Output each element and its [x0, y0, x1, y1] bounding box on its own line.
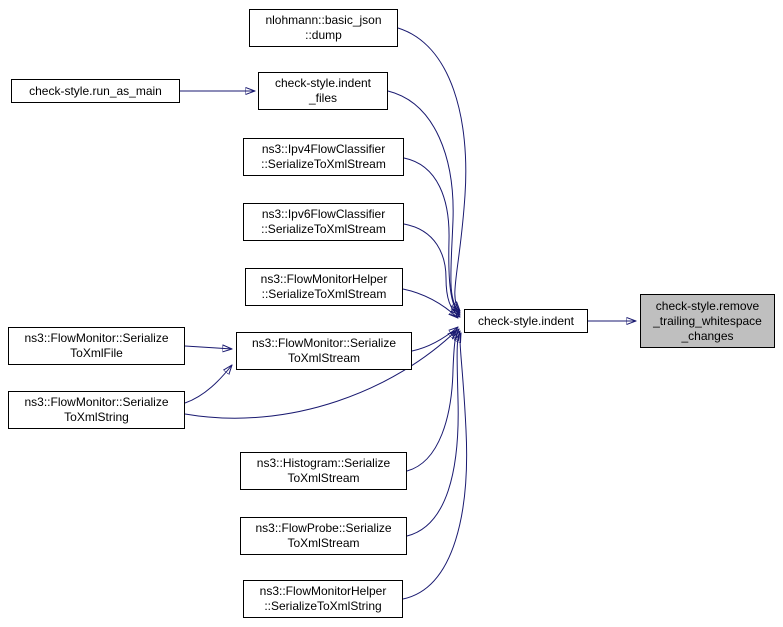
edge-probe-stream-to-indent	[406, 331, 460, 537]
node-to-xml-file-label: ns3::FlowMonitor::Serialize ToXmlFile	[24, 331, 169, 360]
edge-to-xml-file-to-to-xml-stream	[184, 346, 232, 349]
edge-to-xml-string-to-indent	[184, 330, 457, 419]
node-ipv6-stream[interactable]: ns3::Ipv6FlowClassifier ::SerializeToXml…	[243, 203, 404, 241]
node-dump-label: nlohmann::basic_json ::dump	[265, 13, 382, 42]
node-remove-trailing-whitespace-changes[interactable]: check-style.remove _trailing_whitespace …	[640, 294, 775, 348]
node-histogram-stream[interactable]: ns3::Histogram::Serialize ToXmlStream	[240, 452, 407, 490]
node-indent[interactable]: check-style.indent	[464, 309, 588, 333]
edge-dump-to-indent	[397, 27, 467, 311]
edge-helper-stream-to-indent	[402, 288, 458, 318]
node-helper-stream-label: ns3::FlowMonitorHelper ::SerializeToXmlS…	[260, 272, 388, 301]
node-to-xml-string-label: ns3::FlowMonitor::Serialize ToXmlString	[24, 395, 169, 424]
node-to-xml-file[interactable]: ns3::FlowMonitor::Serialize ToXmlFile	[8, 327, 185, 365]
edge-ipv6-stream-to-indent	[403, 223, 460, 317]
node-dump[interactable]: nlohmann::basic_json ::dump	[249, 9, 398, 47]
node-run-as-main-label: check-style.run_as_main	[29, 83, 162, 98]
node-histogram-stream-label: ns3::Histogram::Serialize ToXmlStream	[256, 456, 391, 485]
node-run-as-main[interactable]: check-style.run_as_main	[11, 79, 180, 103]
edge-to-xml-stream-to-indent	[411, 327, 458, 352]
edge-to-xml-string-to-to-xml-stream	[184, 365, 232, 404]
node-probe-stream-label: ns3::FlowProbe::Serialize ToXmlStream	[255, 521, 392, 550]
node-to-xml-stream[interactable]: ns3::FlowMonitor::Serialize ToXmlStream	[236, 332, 412, 370]
node-ipv4-stream-label: ns3::Ipv4FlowClassifier ::SerializeToXml…	[261, 142, 386, 171]
node-indent-label: check-style.indent	[477, 313, 575, 328]
node-ipv4-stream[interactable]: ns3::Ipv4FlowClassifier ::SerializeToXml…	[243, 138, 404, 176]
edge-ipv4-stream-to-indent	[403, 157, 460, 315]
edge-helper-string-to-indent	[402, 333, 468, 600]
node-probe-stream[interactable]: ns3::FlowProbe::Serialize ToXmlStream	[240, 517, 407, 555]
node-to-xml-stream-label: ns3::FlowMonitor::Serialize ToXmlStream	[251, 336, 397, 365]
node-helper-string[interactable]: ns3::FlowMonitorHelper ::SerializeToXmlS…	[243, 580, 403, 618]
node-to-xml-string[interactable]: ns3::FlowMonitor::Serialize ToXmlString	[8, 391, 185, 429]
edge-indent-files-to-indent	[387, 90, 460, 313]
node-indent-files[interactable]: check-style.indent _files	[258, 72, 388, 110]
node-remove-trailing-whitespace-changes-label: check-style.remove _trailing_whitespace …	[653, 298, 762, 343]
node-indent-files-label: check-style.indent _files	[274, 76, 372, 105]
node-helper-string-label: ns3::FlowMonitorHelper ::SerializeToXmlS…	[259, 584, 387, 613]
node-ipv6-stream-label: ns3::Ipv6FlowClassifier ::SerializeToXml…	[261, 207, 386, 236]
node-helper-stream[interactable]: ns3::FlowMonitorHelper ::SerializeToXmlS…	[245, 268, 403, 306]
